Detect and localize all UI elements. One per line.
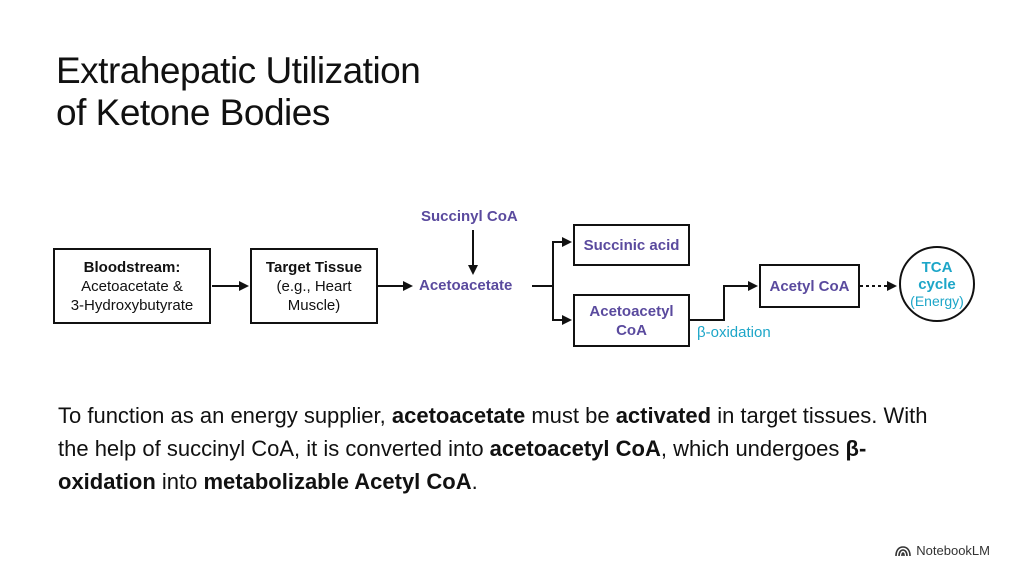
tca-energy-label: (Energy) bbox=[910, 292, 964, 309]
succinyl-coa-label: Succinyl CoA bbox=[421, 208, 518, 225]
acetoacetyl-coa-line-1: Acetoacetyl bbox=[589, 302, 674, 320]
explanation-bold-acetoacetyl-coa: acetoacetyl CoA bbox=[489, 436, 661, 461]
bloodstream-box: Bloodstream: Acetoacetate & 3-Hydroxybut… bbox=[53, 248, 211, 324]
branch-connector-lower bbox=[552, 286, 572, 325]
explanation-text-3: in target tissues. With the help of succ… bbox=[58, 403, 928, 461]
branch-connector bbox=[532, 237, 572, 287]
notebooklm-logo-icon bbox=[895, 545, 912, 556]
slide-title: Extrahepatic Utilization of Ketone Bodie… bbox=[56, 50, 421, 134]
slide-title-line-1: Extrahepatic Utilization bbox=[56, 50, 421, 91]
notebooklm-watermark: NotebookLM bbox=[895, 543, 990, 558]
target-tissue-box: Target Tissue (e.g., Heart Muscle) bbox=[250, 248, 378, 324]
acetoacetate-label: Acetoacetate bbox=[419, 277, 513, 294]
explanation-bold-acetyl-coa: metabolizable Acetyl CoA bbox=[203, 469, 472, 494]
acetyl-coa-box: Acetyl CoA bbox=[759, 264, 860, 308]
acetoacetyl-coa-box: Acetoacetyl CoA bbox=[573, 294, 690, 347]
slide-title-line-2: of Ketone Bodies bbox=[56, 92, 330, 133]
explanation-bold-activated: activated bbox=[615, 403, 712, 428]
acetoacetyl-coa-line-2: CoA bbox=[616, 321, 647, 339]
arrow-acetoacetyl-to-acetyl bbox=[689, 281, 758, 321]
explanation-text-5: into bbox=[155, 469, 204, 494]
tca-cycle-label: cycle bbox=[918, 275, 956, 293]
succinic-acid-box: Succinic acid bbox=[573, 224, 690, 266]
bloodstream-line-2: 3-Hydroxybutyrate bbox=[70, 296, 194, 314]
explanation-text-1: To function as an energy supplier, bbox=[58, 403, 392, 428]
explanation-bold-acetoacetate: acetoacetate bbox=[391, 403, 526, 428]
explanation-paragraph: To function as an energy supplier, aceto… bbox=[58, 399, 958, 498]
target-tissue-line-2: Muscle) bbox=[287, 296, 341, 314]
bloodstream-line-1: Acetoacetate & bbox=[81, 277, 183, 295]
acetyl-coa-label: Acetyl CoA bbox=[769, 277, 850, 295]
succinic-acid-label: Succinic acid bbox=[583, 236, 680, 254]
target-tissue-heading: Target Tissue bbox=[265, 258, 363, 276]
bloodstream-heading: Bloodstream: bbox=[83, 258, 181, 276]
notebooklm-brand-label: NotebookLM bbox=[916, 543, 990, 558]
explanation-bold-beta-oxidation: β-oxidation bbox=[58, 436, 867, 494]
target-tissue-line-1: (e.g., Heart bbox=[276, 277, 352, 295]
explanation-text-4: , which undergoes bbox=[660, 436, 846, 461]
tca-label: TCA bbox=[921, 258, 953, 276]
tca-cycle-circle: TCA cycle (Energy) bbox=[899, 246, 975, 322]
beta-oxidation-label: β-oxidation bbox=[697, 324, 771, 341]
explanation-text-2: must be bbox=[525, 403, 616, 428]
explanation-text-6: . bbox=[471, 469, 478, 494]
